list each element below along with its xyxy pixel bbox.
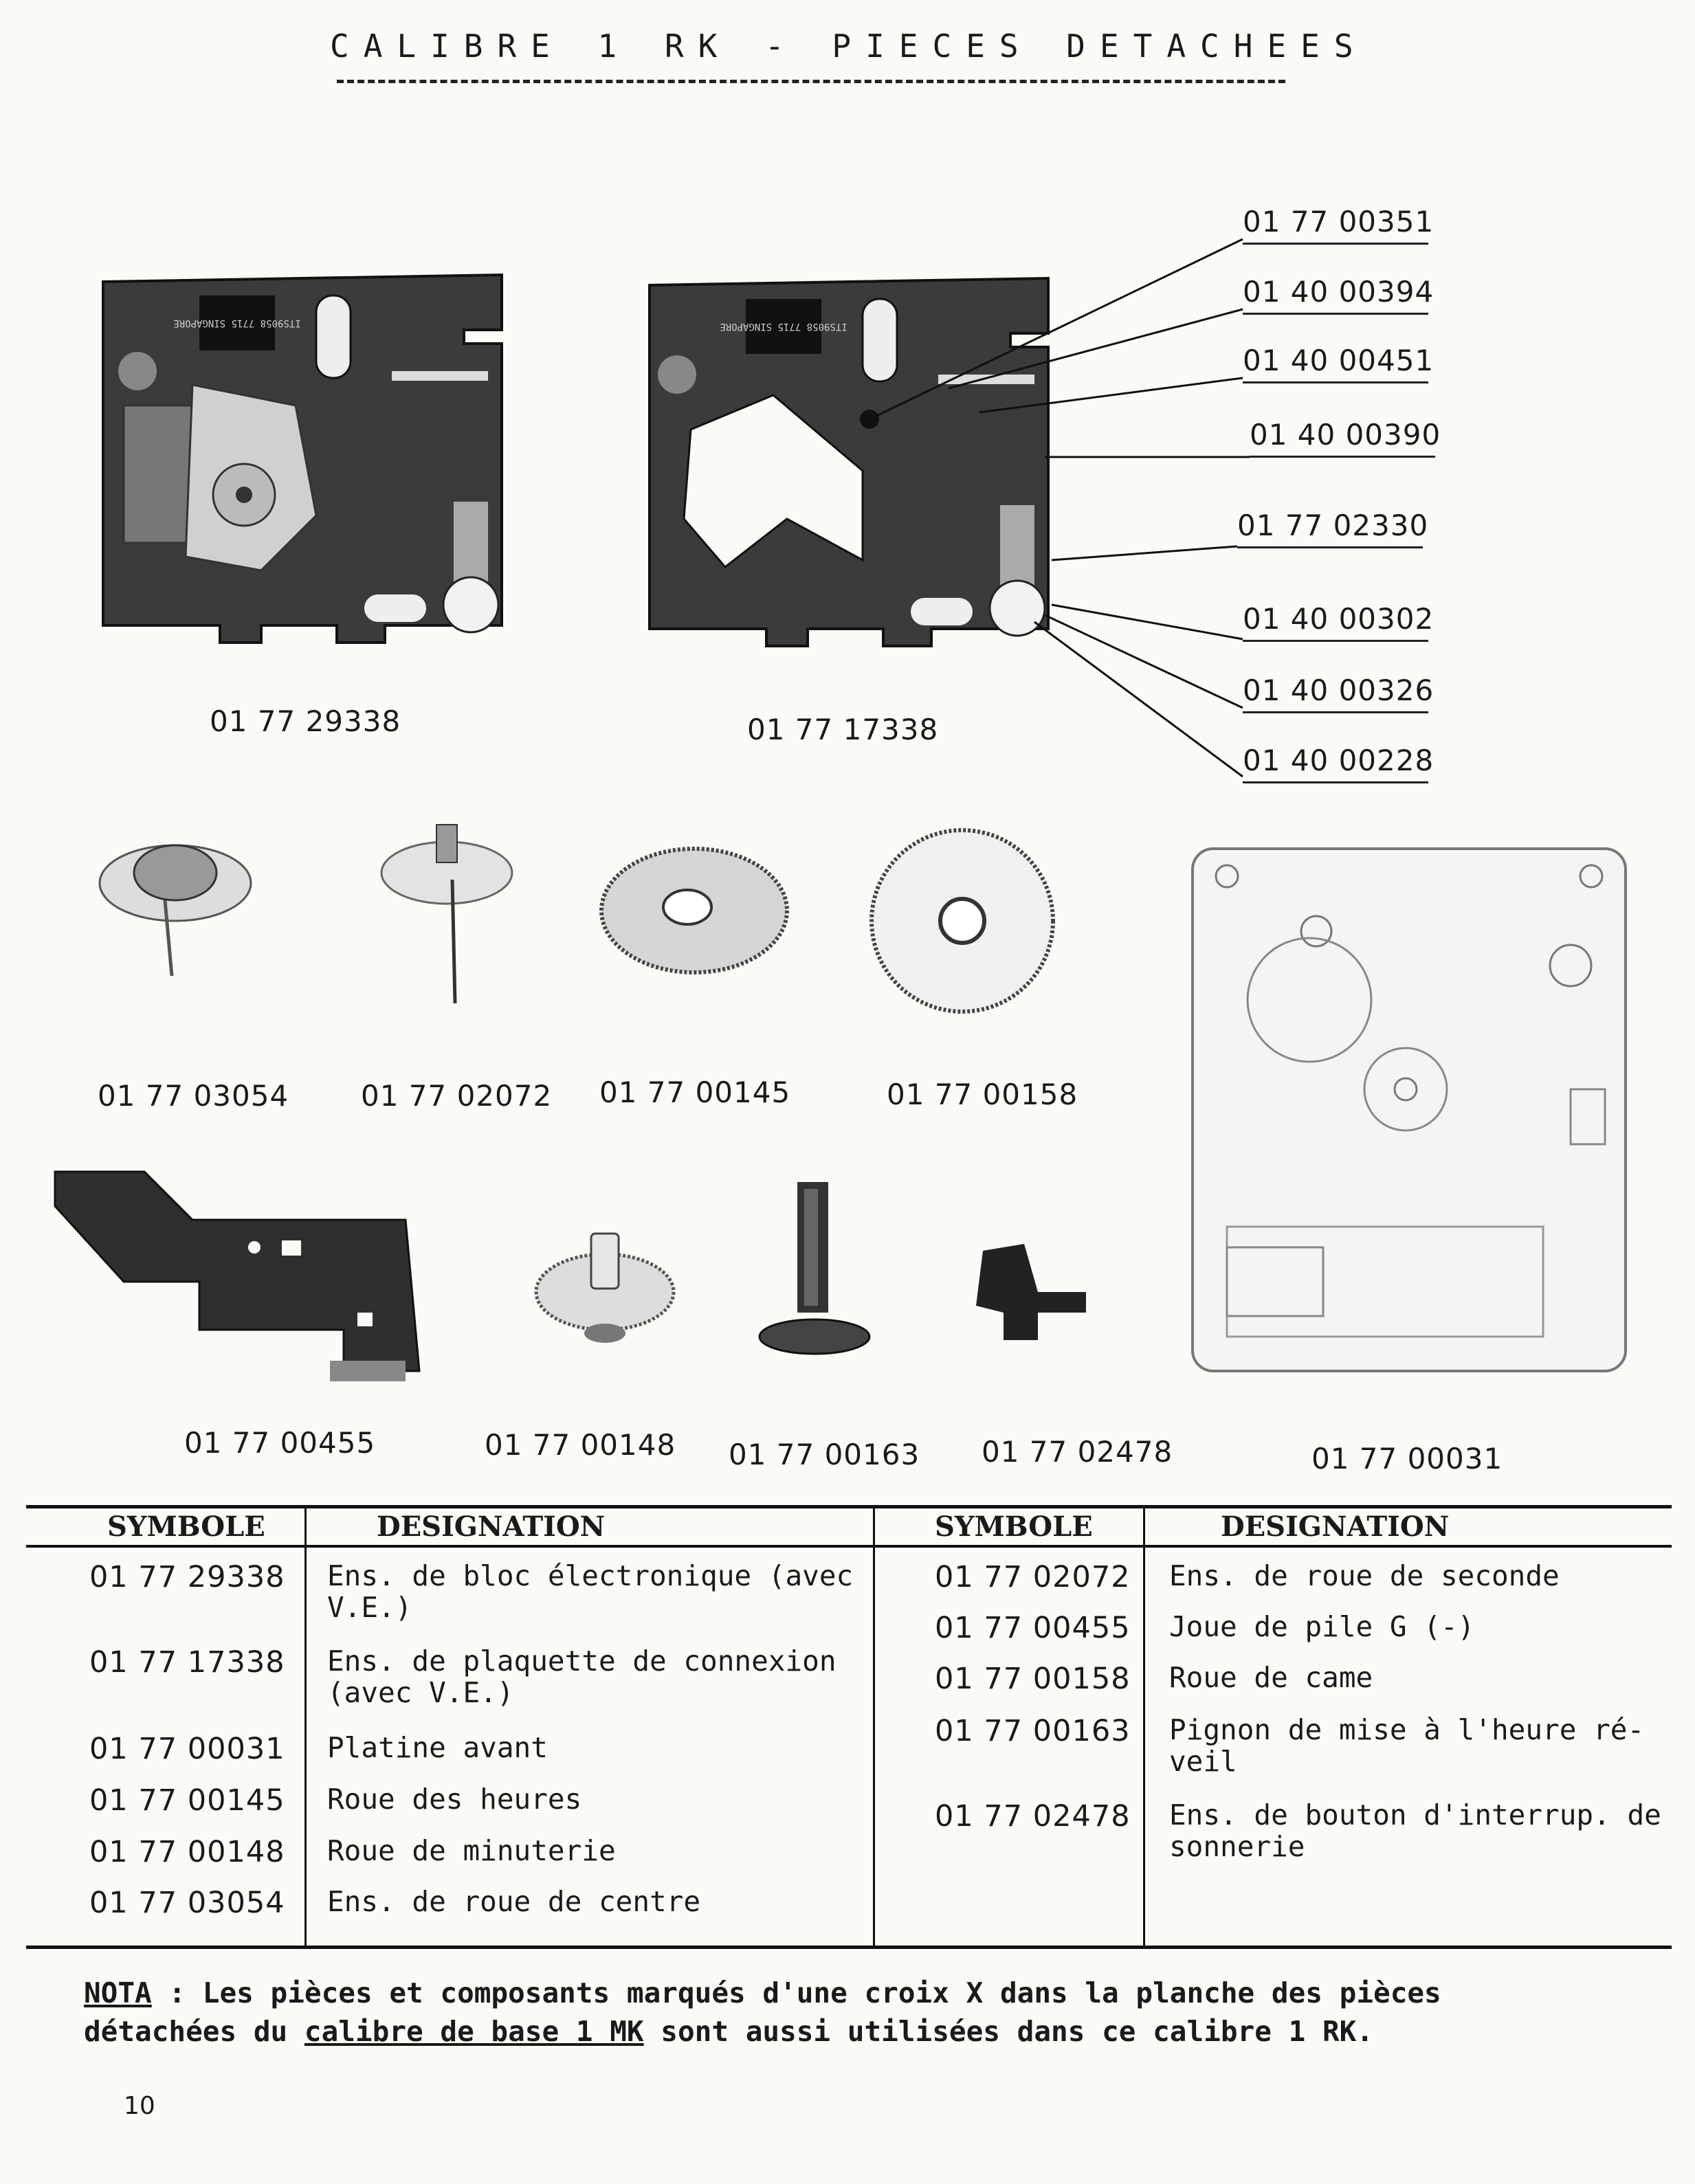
callout-label: 01 77 02330 bbox=[1237, 509, 1428, 548]
table-row-designation: Ens. de bloc électronique (avec V.E.) bbox=[327, 1559, 854, 1624]
alarm-setting-pinion-illustration bbox=[758, 1182, 871, 1355]
table-row-designation: Pignon de mise à l'heure ré- veil bbox=[1169, 1713, 1645, 1778]
nota-paragraph: NOTA : Les pièces et composants marqués … bbox=[84, 1974, 1596, 2051]
figure-label: 01 77 00148 bbox=[485, 1428, 676, 1462]
battery-cheek-illustration bbox=[54, 1170, 421, 1381]
table-row-designation: Roue de came bbox=[1169, 1661, 1373, 1694]
table-row-designation: Roue de minuterie bbox=[327, 1834, 616, 1867]
column-header-symbol: SYMBOLE bbox=[107, 1511, 265, 1543]
nota-text: : Les pièces et composants marqués d'une… bbox=[84, 1976, 1441, 2048]
table-row-symbol: 01 77 03054 bbox=[89, 1886, 285, 1920]
page-number: 10 bbox=[124, 2092, 155, 2120]
table-row-designation: Ens. de plaquette de connexion (avec V.E… bbox=[327, 1645, 837, 1709]
table-row-symbol: 01 77 00163 bbox=[935, 1714, 1131, 1748]
electronic-block-illustration: ITS9058 7715 SINGAPORE bbox=[102, 273, 503, 644]
page-title: CALIBRE 1 RK - PIECES DETACHEES bbox=[330, 27, 1368, 65]
figure-label: 01 77 02478 bbox=[982, 1435, 1173, 1469]
callout-label: 01 77 00351 bbox=[1243, 205, 1433, 245]
second-wheel-illustration bbox=[380, 824, 513, 1004]
figure-label: 01 77 00031 bbox=[1311, 1442, 1503, 1475]
minute-wheel-illustration bbox=[534, 1232, 676, 1343]
figure-label: 01 77 00163 bbox=[729, 1438, 920, 1471]
table-row-designation: Roue des heures bbox=[327, 1783, 582, 1816]
connection-plate-illustration: ITS9058 7715 SINGAPORE bbox=[648, 276, 1050, 647]
nota-label: NOTA bbox=[84, 1976, 152, 2009]
chip-marking: ITS9058 7715 SINGAPORE bbox=[173, 317, 300, 328]
callout-label: 01 40 00302 bbox=[1243, 602, 1433, 642]
nota-text: sont aussi utilisées dans ce calibre 1 R… bbox=[643, 2015, 1374, 2048]
figure-label: 01 77 17338 bbox=[747, 713, 939, 746]
figure-label: 01 77 00158 bbox=[887, 1078, 1078, 1111]
table-row-symbol: 01 77 00145 bbox=[89, 1783, 285, 1818]
table-row-symbol: 01 77 00158 bbox=[935, 1662, 1131, 1696]
table-row-symbol: 01 77 00148 bbox=[89, 1835, 285, 1869]
callout-label: 01 40 00451 bbox=[1243, 344, 1433, 383]
center-wheel-illustration bbox=[98, 844, 252, 977]
figure-label: 01 77 02072 bbox=[361, 1079, 553, 1113]
table-row-symbol: 01 77 29338 bbox=[89, 1560, 285, 1594]
nota-reference: calibre de base 1 MK bbox=[304, 2015, 644, 2048]
callout-label: 01 40 00390 bbox=[1250, 418, 1440, 458]
cam-wheel-illustration bbox=[869, 828, 1055, 1014]
table-row-symbol: 01 77 00455 bbox=[935, 1611, 1131, 1645]
table-row-symbol: 01 77 02478 bbox=[935, 1799, 1131, 1834]
chip-marking: ITS9058 7715 SINGAPORE bbox=[720, 321, 847, 332]
table-row-symbol: 01 77 17338 bbox=[89, 1645, 285, 1680]
column-header-designation: DESIGNATION bbox=[1221, 1511, 1450, 1543]
table-row-designation: Platine avant bbox=[327, 1731, 548, 1764]
table-row-designation: Ens. de roue de centre bbox=[327, 1885, 701, 1918]
callout-label: 01 40 00394 bbox=[1243, 275, 1433, 315]
table-row-designation: Ens. de bouton d'interrup. de sonnerie bbox=[1169, 1798, 1661, 1863]
front-plate-illustration bbox=[1191, 847, 1627, 1372]
figure-label: 01 77 29338 bbox=[210, 704, 401, 738]
table-row-symbol: 01 77 00031 bbox=[89, 1732, 285, 1766]
callout-label: 01 40 00228 bbox=[1243, 744, 1433, 783]
table-row-designation: Joue de pile G (-) bbox=[1169, 1610, 1475, 1643]
title-underline bbox=[337, 80, 1285, 83]
parts-table: SYMBOLE DESIGNATION SYMBOLE DESIGNATION … bbox=[26, 1505, 1672, 1949]
table-row-symbol: 01 77 02072 bbox=[935, 1560, 1131, 1594]
table-row-designation: Ens. de roue de seconde bbox=[1169, 1559, 1560, 1592]
figure-label: 01 77 00145 bbox=[599, 1076, 791, 1109]
alarm-switch-button-illustration bbox=[976, 1244, 1086, 1340]
callout-label: 01 40 00326 bbox=[1243, 673, 1433, 713]
hour-wheel-illustration bbox=[599, 847, 789, 974]
figure-label: 01 77 03054 bbox=[98, 1079, 289, 1113]
column-header-designation: DESIGNATION bbox=[377, 1511, 606, 1543]
column-header-symbol: SYMBOLE bbox=[935, 1511, 1093, 1543]
figure-label: 01 77 00455 bbox=[184, 1426, 376, 1460]
